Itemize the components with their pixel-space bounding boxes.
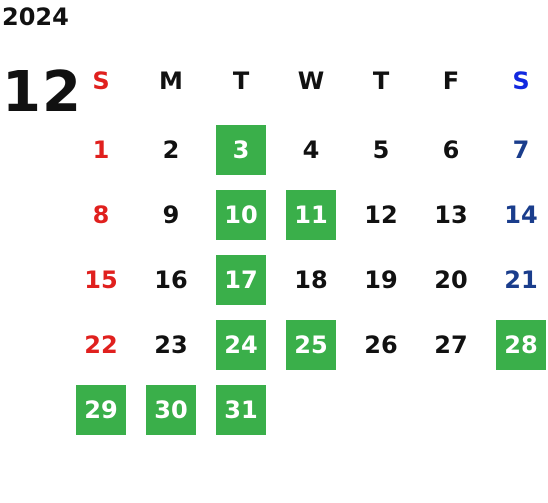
day-cell-highlighted: 24 xyxy=(216,320,266,370)
day-cell: 6 xyxy=(442,136,460,164)
day-cell-highlighted: 28 xyxy=(496,320,546,370)
day-cell: 14 xyxy=(504,201,538,229)
day-cell: 20 xyxy=(434,266,468,294)
day-cell: 5 xyxy=(372,136,390,164)
day-cell: 7 xyxy=(512,136,530,164)
weekday-header: F xyxy=(442,67,460,95)
day-cell-highlighted: 10 xyxy=(216,190,266,240)
day-cell: 19 xyxy=(364,266,398,294)
day-cell-highlighted: 11 xyxy=(286,190,336,240)
day-cell-highlighted: 25 xyxy=(286,320,336,370)
day-cell: 15 xyxy=(84,266,118,294)
day-cell: 22 xyxy=(84,331,118,359)
day-cell-highlighted: 3 xyxy=(216,125,266,175)
day-cell-highlighted: 30 xyxy=(146,385,196,435)
weekday-header: S xyxy=(92,67,110,95)
day-cell: 26 xyxy=(364,331,398,359)
day-cell: 2 xyxy=(162,136,180,164)
day-cell: 8 xyxy=(92,201,110,229)
weekday-header: S xyxy=(512,67,530,95)
weekday-header: T xyxy=(372,67,390,95)
day-cell: 23 xyxy=(154,331,188,359)
day-cell: 27 xyxy=(434,331,468,359)
day-cell-highlighted: 29 xyxy=(76,385,126,435)
day-cell-highlighted: 31 xyxy=(216,385,266,435)
day-cell: 1 xyxy=(92,136,110,164)
day-cell: 4 xyxy=(302,136,320,164)
day-cell: 16 xyxy=(154,266,188,294)
month-label: 12 xyxy=(2,60,82,125)
day-cell: 9 xyxy=(162,201,180,229)
day-cell: 21 xyxy=(504,266,538,294)
day-cell: 18 xyxy=(294,266,328,294)
day-cell: 12 xyxy=(364,201,398,229)
weekday-header: T xyxy=(232,67,250,95)
weekday-header: W xyxy=(297,67,325,95)
day-cell-highlighted: 17 xyxy=(216,255,266,305)
year-label: 2024 xyxy=(2,3,69,31)
weekday-header: M xyxy=(159,67,183,95)
day-cell: 13 xyxy=(434,201,468,229)
